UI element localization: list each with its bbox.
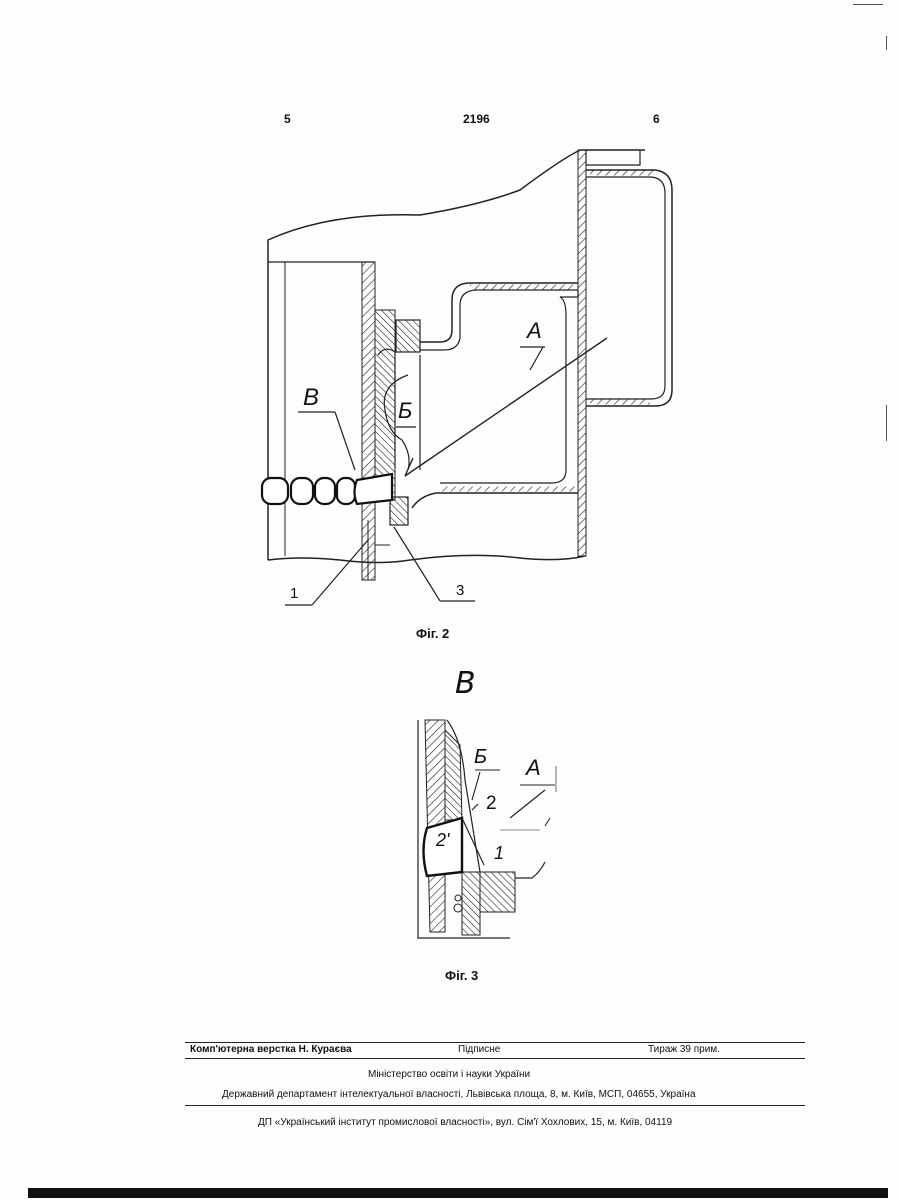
- department-line: Державний департамент інтелектуальної вл…: [222, 1089, 696, 1100]
- layout-credit: Комп'ютерна верстка Н. Кураєва: [190, 1044, 352, 1055]
- fig3-label-a: А: [526, 755, 541, 781]
- scan-mark: [853, 4, 883, 5]
- fig3-label-2-prime: 2': [436, 830, 449, 851]
- circulation: Тираж 39 прим.: [648, 1044, 720, 1055]
- footer-rule-top: [185, 1042, 805, 1043]
- slot-row: [262, 474, 392, 504]
- figure-3-drawing: [0, 700, 900, 960]
- fig2-label-1: 1: [290, 585, 298, 602]
- fig3-label-1: 1: [494, 843, 504, 864]
- institute-line: ДП «Український інститут промислової вла…: [258, 1117, 672, 1128]
- fig2-label-a: А: [527, 318, 542, 344]
- fig2-label-b: Б: [398, 398, 412, 424]
- ministry-line: Міністерство освіти і науки України: [368, 1069, 530, 1080]
- scan-mark: [886, 405, 887, 441]
- figure-3-caption: Фіг. 3: [445, 968, 478, 983]
- footer-rule-middle: [185, 1058, 805, 1059]
- fig3-label-b: Б: [474, 746, 487, 769]
- signature-status: Підписне: [458, 1044, 500, 1055]
- fig3-label-2: 2: [486, 793, 497, 815]
- figure-2-caption: Фіг. 2: [416, 626, 449, 641]
- fig2-label-3: 3: [456, 582, 464, 599]
- footer-rule-bottom: [185, 1105, 805, 1106]
- figure-3-view-letter: В: [455, 666, 476, 701]
- fig2-label-v: В: [303, 384, 319, 412]
- scan-mark: [886, 36, 887, 50]
- scan-bottom-edge: [28, 1188, 888, 1198]
- figure-2-drawing: [0, 0, 900, 660]
